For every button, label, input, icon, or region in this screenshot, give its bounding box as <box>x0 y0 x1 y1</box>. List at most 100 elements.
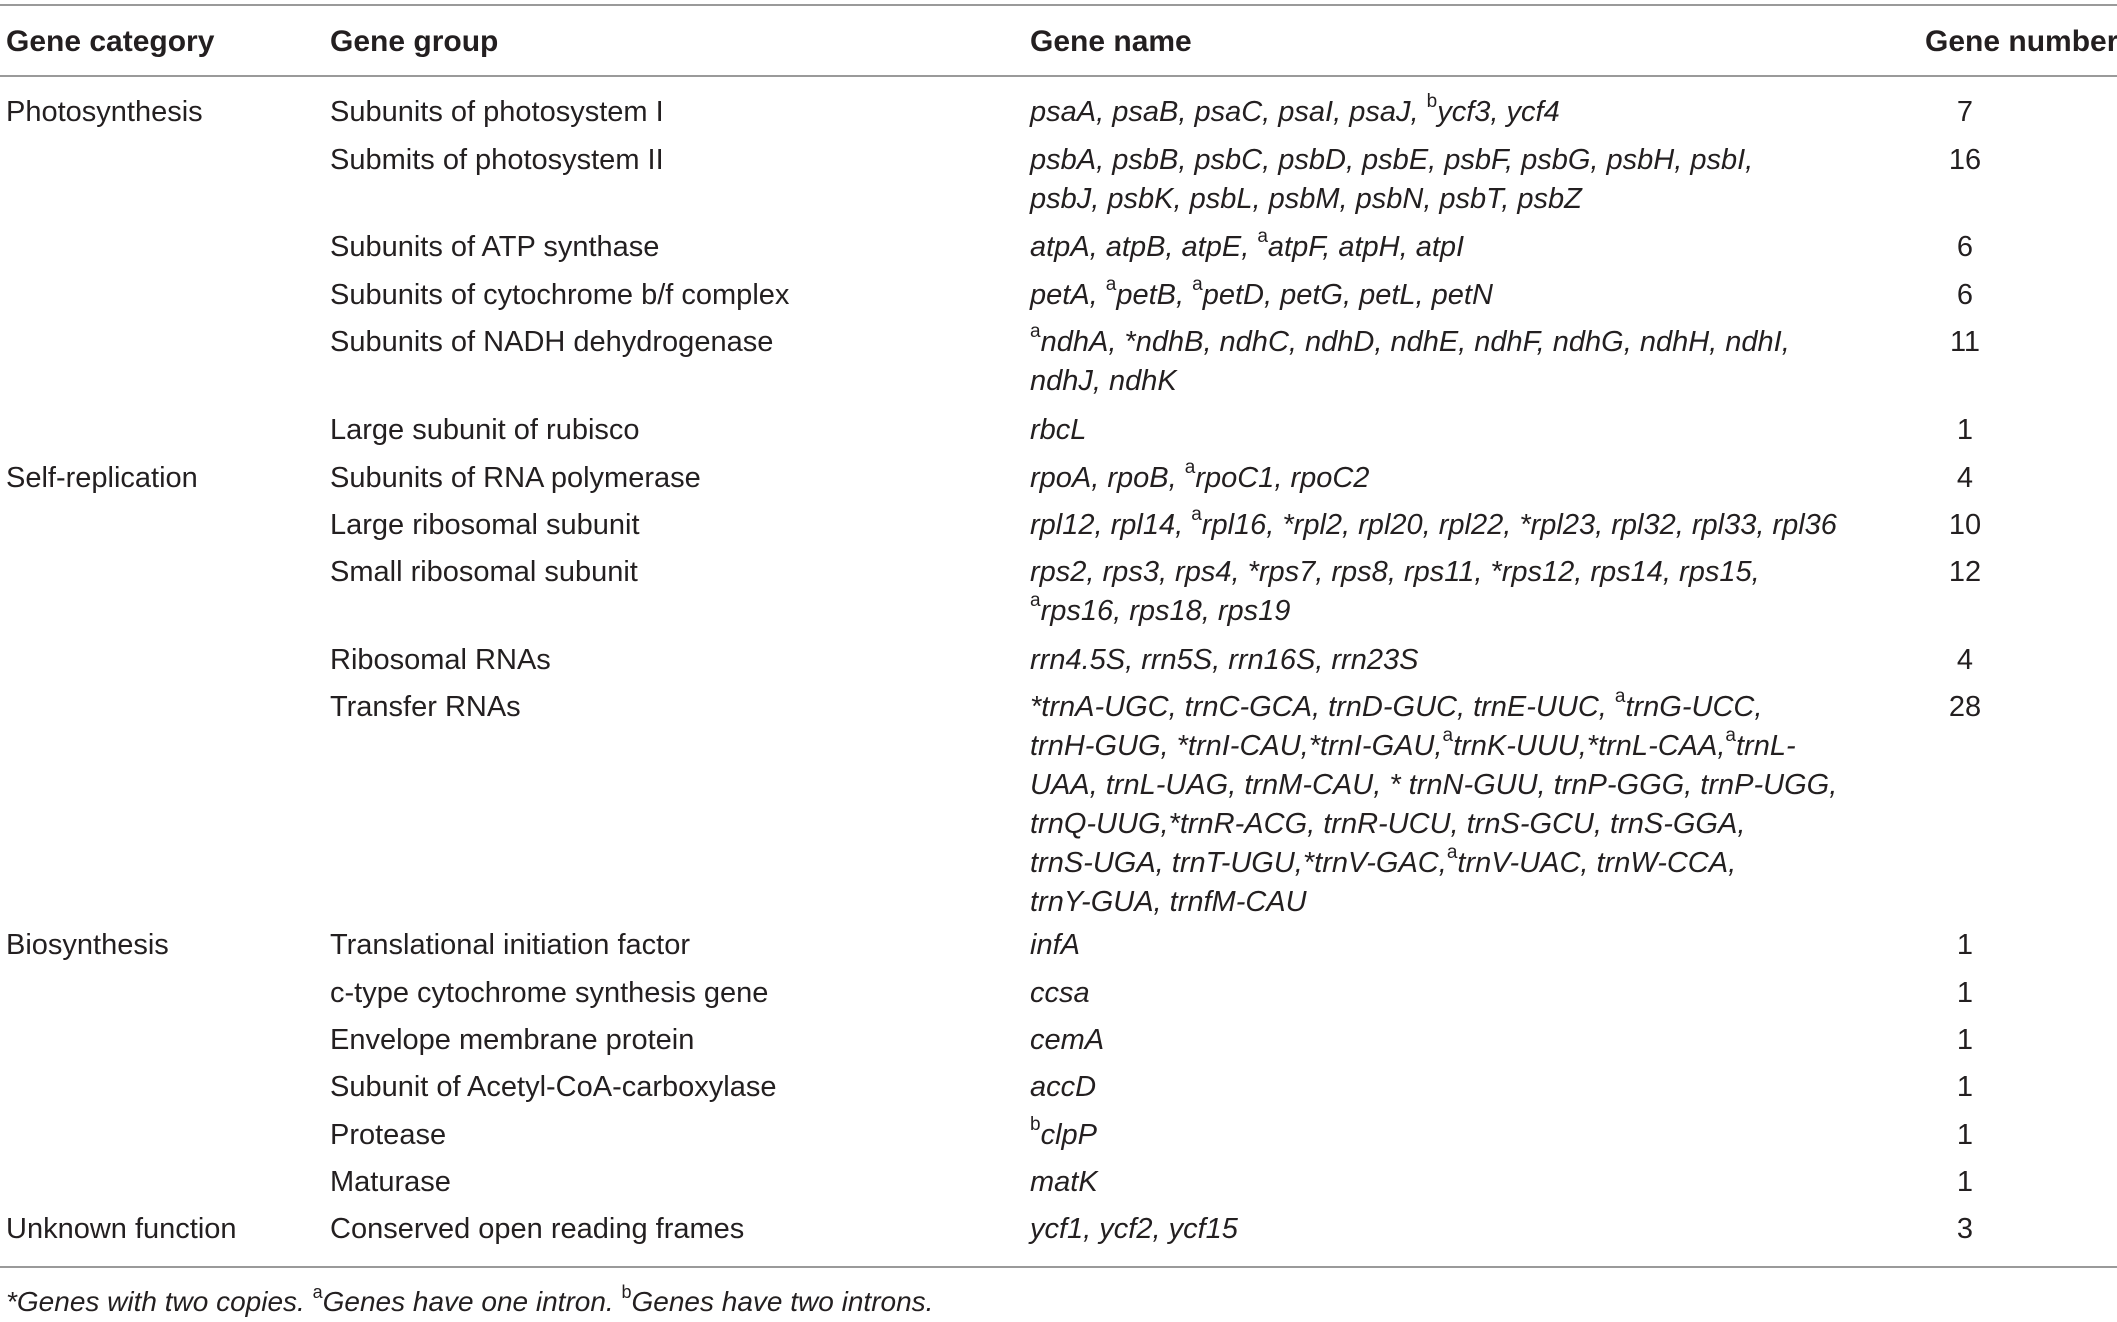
text-run: rpoC1 <box>1195 462 1275 494</box>
footnote-marker: b <box>1426 91 1438 113</box>
gene-name-line: rbcL <box>1030 411 1086 450</box>
text-run: , rps18, rps19 <box>1113 595 1291 627</box>
text-run: trnL- <box>1735 730 1796 762</box>
gene-number-cell: 1 <box>1956 929 1974 961</box>
text-run: ndhJ, ndhK <box>1030 365 1177 397</box>
text-run: psaC <box>1194 96 1263 128</box>
footnote-marker: a <box>1030 321 1041 343</box>
footnote-marker: a <box>1442 725 1454 747</box>
text-run: ycf4 <box>1506 96 1560 128</box>
text-run: ndhA <box>1040 326 1109 358</box>
gene-name-line: rpoA, rpoB, arpoC1, rpoC2 <box>1030 457 1369 498</box>
text-run: rps2, rps3, rps4, *rps7, rps8, rps11, *r… <box>1030 556 1760 588</box>
gene-name-line: rps2, rps3, rps4, *rps7, rps8, rps11, *r… <box>1030 553 1760 592</box>
text-run: Genes have one intron. <box>322 1286 622 1317</box>
gene-number-cell: 6 <box>1956 279 1974 311</box>
gene-name-line: accD <box>1030 1068 1096 1107</box>
gene-group-cell: Conserved open reading frames <box>330 1213 745 1245</box>
gene-number-cell: 4 <box>1956 644 1974 676</box>
header-gene-name: Gene name <box>1030 25 1192 58</box>
footnote-marker: a <box>1257 226 1268 248</box>
gene-name-line: infA <box>1030 926 1080 965</box>
gene-name-cell: psaA, psaB, psaC, psaI, psaJ, bycf3, ycf… <box>1030 91 1560 132</box>
text-run: Genes have two introns. <box>631 1286 934 1317</box>
text-run: UAA, trnL-UAG, trnM-CAU, * trnN-GUU, trn… <box>1030 769 1838 801</box>
text-run: rpoA, rpoB, <box>1030 462 1185 494</box>
gene-category-cell: Photosynthesis <box>6 96 203 128</box>
header-gene-number: Gene number <box>1925 25 2117 58</box>
gene-name-line: trnY-GUA, trnfM-CAU <box>1030 883 1837 922</box>
gene-name-line: trnQ-UUG,*trnR-ACG, trnR-UCU, trnS-GCU, … <box>1030 805 1837 844</box>
gene-group-cell: Ribosomal RNAs <box>330 644 551 676</box>
gene-name-cell: bclpP <box>1030 1114 1097 1155</box>
gene-name-cell: cemA <box>1030 1021 1104 1060</box>
gene-group-cell: Submits of photosystem II <box>330 144 664 176</box>
text-run: , atpH, atpI <box>1322 231 1465 263</box>
gene-number-cell: 3 <box>1956 1213 1974 1245</box>
gene-name-cell: rrn4.5S, rrn5S, rrn16S, rrn23S <box>1030 641 1418 680</box>
text-run: rbcL <box>1030 414 1087 446</box>
footnote-marker: a <box>1191 504 1202 526</box>
gene-group-cell: Subunits of cytochrome b/f complex <box>330 279 790 311</box>
gene-name-cell: rpl12, rpl14, arpl16, *rpl2, rpl20, rpl2… <box>1030 504 1837 545</box>
footnote-marker: a <box>1725 725 1736 747</box>
text-run: accD <box>1030 1071 1097 1103</box>
gene-category-cell: Biosynthesis <box>6 929 169 961</box>
text-run: , <box>1176 279 1193 311</box>
gene-number-cell: 11 <box>1949 326 1981 358</box>
header-gene-group: Gene group <box>330 25 499 58</box>
text-run: ycf3 <box>1437 96 1491 128</box>
gene-name-cell: accD <box>1030 1068 1096 1107</box>
text-run: trnY-GUA, trnfM-CAU <box>1030 886 1307 918</box>
text-run: rps16 <box>1040 595 1114 627</box>
header-rule <box>0 75 2117 77</box>
gene-name-line: trnH-GUG, *trnI-CAU,*trnI-GAU,atrnK-UUU,… <box>1030 725 1837 766</box>
gene-group-cell: Protease <box>330 1119 447 1151</box>
gene-name-line: UAA, trnL-UAG, trnM-CAU, * trnN-GUU, trn… <box>1030 766 1837 805</box>
text-run: cemA <box>1030 1024 1105 1056</box>
gene-name-cell: psbA, psbB, psbC, psbD, psbE, psbF, psbG… <box>1030 141 1753 219</box>
gene-name-line: rrn4.5S, rrn5S, rrn16S, rrn23S <box>1030 641 1418 680</box>
text-run: atpF <box>1267 231 1323 263</box>
text-run: trnH-GUG, *trnI-CAU,*trnI-GAU, <box>1030 730 1443 762</box>
text-run: petA, <box>1030 279 1106 311</box>
gene-group-cell: Envelope membrane protein <box>330 1024 695 1056</box>
gene-name-line: arps16, rps18, rps19 <box>1030 591 1760 631</box>
text-run: , <box>1096 96 1113 128</box>
footnote-marker: b <box>1030 1114 1041 1136</box>
gene-name-line: andhA, *ndhB, ndhC, ndhD, ndhE, ndhF, nd… <box>1030 321 1790 362</box>
table-footnote: *Genes with two copies. aGenes have one … <box>6 1283 934 1320</box>
text-run: , <box>1178 96 1195 128</box>
text-run: psaJ <box>1349 96 1411 128</box>
text-run: psaA <box>1030 96 1097 128</box>
gene-name-line: ndhJ, ndhK <box>1030 362 1790 401</box>
text-run: psaB <box>1112 96 1179 128</box>
text-run: , *ndhB, ndhC, ndhD, ndhE, ndhF, ndhG, n… <box>1108 326 1790 358</box>
gene-group-cell: Subunits of photosystem I <box>330 96 664 128</box>
gene-name-line: psbJ, psbK, psbL, psbM, psbN, psbT, psbZ <box>1030 180 1753 219</box>
gene-name-line: atpA, atpB, atpE, aatpF, atpH, atpI <box>1030 226 1465 267</box>
text-run: , <box>1333 96 1350 128</box>
gene-name-line: psbA, psbB, psbC, psbD, psbE, psbF, psbG… <box>1030 141 1753 180</box>
footnote-marker: a <box>1614 686 1626 708</box>
text-run: , <box>1262 96 1279 128</box>
gene-name-cell: matK <box>1030 1163 1098 1202</box>
top-rule <box>0 4 2117 6</box>
gene-name-cell: rpoA, rpoB, arpoC1, rpoC2 <box>1030 457 1369 498</box>
gene-name-line: trnS-UGA, trnT-UGU,*trnV-GAC,atrnV-UAC, … <box>1030 843 1837 883</box>
text-run: , petG, petL, petN <box>1264 279 1493 311</box>
gene-number-cell: 1 <box>1956 414 1974 446</box>
text-run: ccsa <box>1030 977 1090 1009</box>
text-run: rrn4.5S, rrn5S, rrn16S, rrn23S <box>1030 644 1419 676</box>
text-run: , <box>1410 96 1427 128</box>
text-run: trnG-UCC, <box>1625 691 1763 723</box>
text-run: ycf1, ycf2, ycf15 <box>1030 1213 1238 1245</box>
gene-number-cell: 1 <box>1956 1071 1974 1103</box>
gene-name-line: matK <box>1030 1163 1098 1202</box>
gene-number-cell: 1 <box>1956 1166 1974 1198</box>
text-run: trnQ-UUG,*trnR-ACG, trnR-UCU, trnS-GCU, … <box>1030 808 1746 840</box>
gene-number-cell: 1 <box>1956 1024 1974 1056</box>
gene-group-cell: Large ribosomal subunit <box>330 509 640 541</box>
footnote-marker: a <box>1184 457 1196 479</box>
